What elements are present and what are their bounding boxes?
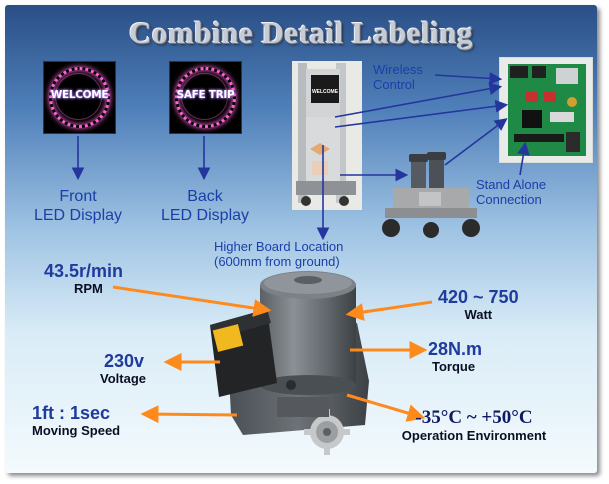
front-led-caption-line1: Front <box>59 188 97 205</box>
rpm-spec: 43.5r/min RPM <box>44 261 123 296</box>
front-led-inner-ring <box>55 73 102 120</box>
back-led-inner-ring <box>181 73 228 120</box>
wireless-label-line2: Control <box>373 77 415 92</box>
back-led-caption: Back LED Display <box>140 187 270 225</box>
torque-spec: 28N.m Torque <box>428 339 482 374</box>
standalone-connection-label: Stand Alone Connection <box>476 177 546 207</box>
front-led-caption-line2: LED Display <box>33 207 123 224</box>
standalone-label-line1: Stand Alone <box>476 177 547 192</box>
higher-board-line1: Higher Board Location <box>214 239 344 254</box>
temperature-value: -35°C ~ +50°C <box>415 407 533 428</box>
gate-machine-photo <box>371 150 487 248</box>
speed-arrow <box>140 405 238 424</box>
front-led-ring <box>49 67 110 128</box>
standalone-arrow <box>517 141 530 176</box>
gate-post-illustration <box>292 61 362 210</box>
front-led-caption: Front LED Display <box>13 187 143 225</box>
moving-speed-value: 1ft : 1sec <box>32 403 111 423</box>
rpm-label: RPM <box>74 281 103 296</box>
temperature-arrow <box>346 393 426 422</box>
front-led-text: WELCOME <box>50 89 109 101</box>
moving-speed-label: Moving Speed <box>32 423 121 438</box>
back-led-display: SAFE TRIP <box>169 61 242 134</box>
operation-environment-label: Operation Environment <box>401 428 547 443</box>
voltage-spec: 230v Voltage <box>100 351 146 386</box>
higher-board-line2: (600mm from ground) <box>214 254 340 269</box>
control-board-illustration <box>500 58 592 162</box>
wireless-label-line1: Wireless <box>373 62 423 77</box>
page-title: Combine Detail Labeling <box>129 15 473 50</box>
torque-value: 28N.m <box>428 339 483 359</box>
control-board-photo <box>499 57 593 163</box>
back-led-caption-line2: LED Display <box>160 207 250 224</box>
gate-machine-illustration <box>382 152 480 238</box>
rpm-value: 43.5r/min <box>44 261 124 281</box>
wireless-label-arrow <box>434 72 503 85</box>
wireless-arrow-to-board <box>334 82 503 118</box>
moving-speed-spec: 1ft : 1sec Moving Speed <box>32 403 120 438</box>
watt-arrow <box>345 300 433 321</box>
standalone-label-line2: Connection <box>476 192 542 207</box>
board-to-post-arrow <box>334 99 509 128</box>
diagram-panel: Combine Detail Labeling WELCOME SAFE TRI… <box>5 5 597 473</box>
gate-motor-illustration <box>210 271 369 455</box>
gate-post-photo: WELCOME <box>292 61 362 210</box>
watt-spec: 420 ~ 750 Watt <box>438 287 519 322</box>
post-sign-text: WELCOME <box>311 89 339 95</box>
watt-value: 420 ~ 750 <box>438 287 519 307</box>
wireless-control-label: Wireless Control <box>373 62 423 92</box>
front-led-display: WELCOME <box>43 61 116 134</box>
back-led-ring <box>175 67 236 128</box>
voltage-value: 230v <box>104 351 145 371</box>
higher-board-label: Higher Board Location (600mm from ground… <box>214 239 343 269</box>
back-led-caption-line1: Back <box>187 188 223 205</box>
operation-environment-spec: -35°C ~ +50°C Operation Environment <box>369 407 579 444</box>
torque-label: Torque <box>432 359 476 374</box>
watt-label: Watt <box>464 307 493 322</box>
voltage-label: Voltage <box>100 371 146 386</box>
arrow-layer <box>71 72 530 424</box>
machine-to-board-arrow <box>444 118 508 166</box>
back-led-text: SAFE TRIP <box>176 89 235 101</box>
rpm-arrow <box>112 285 272 317</box>
